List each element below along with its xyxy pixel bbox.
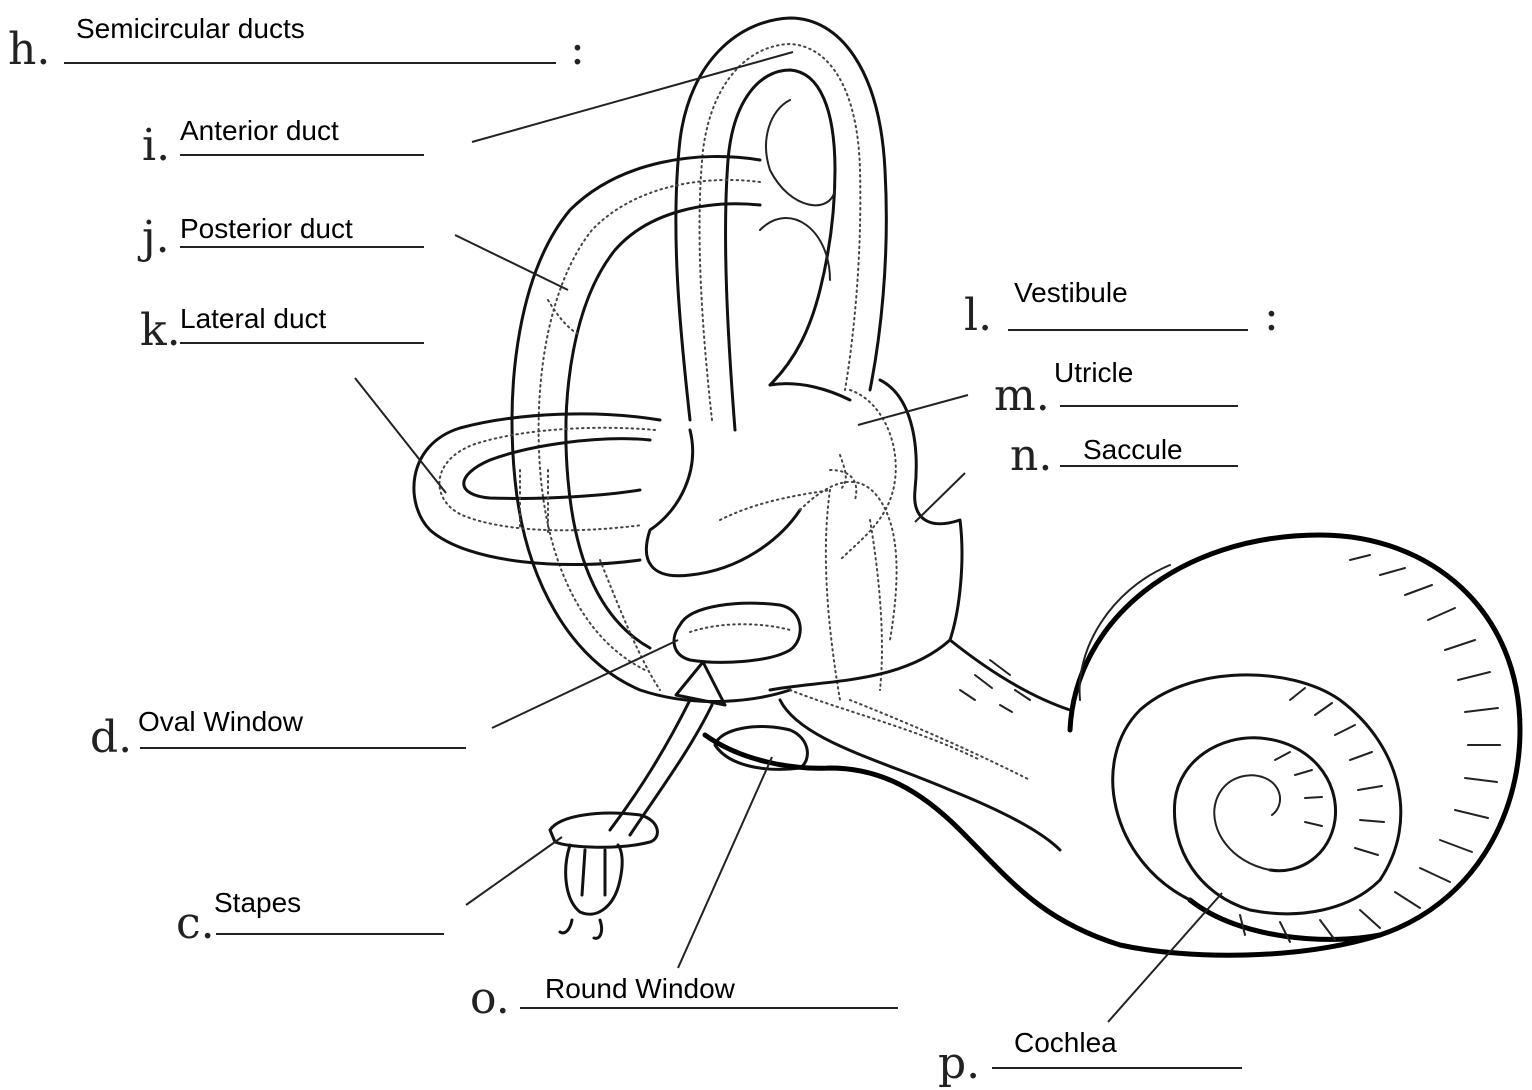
label-letter: d.	[90, 712, 132, 763]
label-suffix: :	[570, 24, 585, 75]
answer-text: Utricle	[1054, 357, 1133, 388]
leader-cochlea	[1108, 893, 1222, 1022]
label-n: n. Saccule	[1010, 430, 1238, 481]
label-letter: p.	[938, 1038, 980, 1089]
label-letter: n.	[1010, 430, 1052, 481]
label-k: k. Lateral duct	[140, 303, 424, 356]
label-i: i. Anterior duct	[142, 115, 424, 171]
label-p: p. Cochlea	[938, 1027, 1242, 1089]
answer-text: Semicircular ducts	[76, 13, 305, 44]
label-letter: c.	[176, 898, 215, 949]
label-letter: j.	[137, 212, 170, 263]
leader-round-window	[678, 757, 772, 968]
leader-utricle	[858, 395, 968, 425]
answer-text: Vestibule	[1014, 277, 1128, 308]
oval-window-drawing	[674, 603, 800, 662]
leader-lateral-duct	[355, 378, 446, 493]
leader-stapes	[466, 837, 562, 905]
label-d: d. Oval Window	[90, 706, 466, 763]
answer-text: Cochlea	[1014, 1027, 1117, 1058]
stapes-drawing	[550, 813, 657, 938]
label-letter: i.	[142, 120, 170, 171]
answer-text: Oval Window	[138, 706, 304, 737]
label-letter: h.	[8, 24, 50, 75]
leader-posterior-duct	[455, 235, 568, 290]
leader-lines	[355, 52, 1222, 1022]
label-c: c. Stapes	[176, 887, 444, 949]
leader-saccule	[915, 473, 965, 522]
label-letter: k.	[140, 305, 181, 356]
cochlea-drawing	[1070, 535, 1520, 942]
answer-text: Posterior duct	[180, 213, 353, 244]
answer-text: Saccule	[1083, 434, 1183, 465]
label-m: m. Utricle	[994, 357, 1238, 421]
answer-text: Lateral duct	[180, 303, 327, 334]
inner-ear-illustration	[414, 18, 1520, 955]
anterior-canal-drawing	[676, 18, 886, 430]
label-letter: l.	[964, 290, 992, 341]
cochlear-duct-drawing	[705, 640, 1380, 955]
answer-text: Round Window	[545, 973, 736, 1004]
label-letter: o.	[470, 973, 510, 1024]
lateral-canal-drawing	[414, 414, 660, 565]
label-l: l. Vestibule :	[964, 277, 1279, 341]
label-o: o. Round Window	[470, 973, 898, 1024]
answer-text: Stapes	[214, 887, 301, 918]
label-j: j. Posterior duct	[137, 212, 424, 263]
label-suffix: :	[1264, 290, 1279, 341]
posterior-canal-drawing	[512, 157, 790, 702]
answer-text: Anterior duct	[180, 115, 339, 146]
sound-arrow-drawing	[610, 662, 725, 835]
label-h: h. Semicircular ducts :	[8, 13, 585, 75]
label-letter: m.	[994, 370, 1050, 421]
